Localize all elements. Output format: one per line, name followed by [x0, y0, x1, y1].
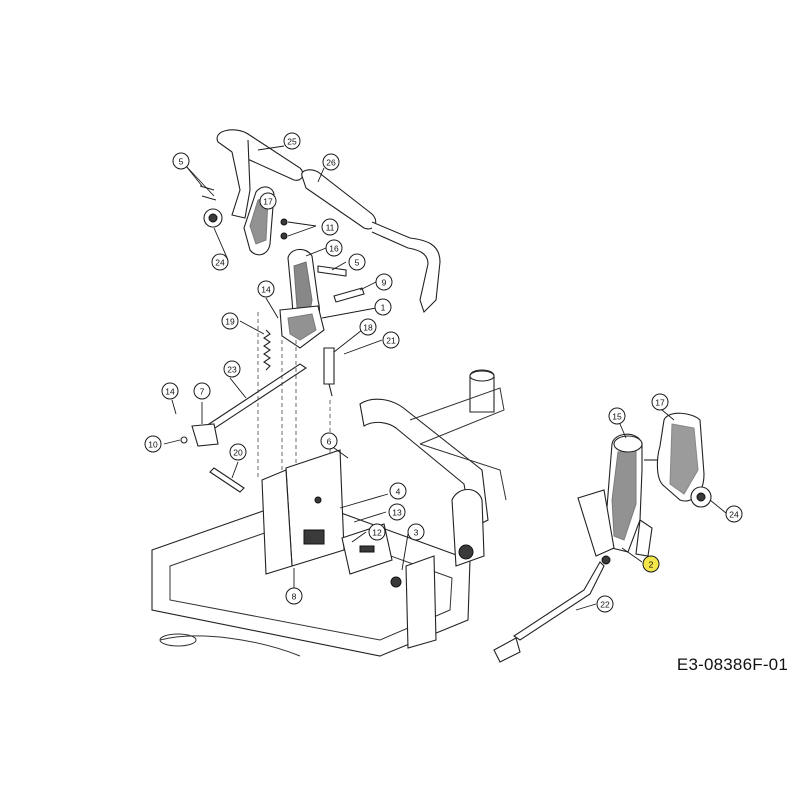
chassis-frame [152, 370, 506, 656]
callout-bubble [286, 588, 302, 604]
callout-layer: 25 26 5 17 11 24 16 5 9 14 19 1 18 21 23 14 7 10 6 20 4 13 12 3… [145, 133, 742, 612]
callout-label: 11 [326, 223, 335, 233]
callout-label: 5 [179, 157, 184, 167]
callout-bubble [389, 504, 405, 520]
callout-label: 17 [263, 197, 273, 207]
callout-bubble [230, 444, 246, 460]
callout-label: 3 [414, 528, 419, 538]
callout-label: 13 [392, 508, 402, 518]
callout-bubble [349, 254, 365, 270]
leader-lines [164, 146, 726, 610]
callout-13: 13 [389, 504, 405, 520]
drawing-code: E3-08386F-01 [676, 655, 788, 674]
callout-3: 3 [408, 524, 424, 540]
callout-bubble [260, 193, 276, 209]
callout-label: 25 [287, 137, 297, 147]
callout-label: 24 [729, 510, 739, 520]
callout-label: 16 [329, 244, 339, 254]
callout-label: 24 [215, 258, 225, 268]
callout-label: 2 [649, 560, 654, 570]
callout-label: 23 [227, 365, 237, 375]
callout-label: 7 [200, 387, 205, 397]
callout-25: 25 [284, 133, 300, 149]
callout-9: 9 [376, 274, 392, 290]
callout-bubble [284, 133, 300, 149]
callout-7: 7 [194, 383, 210, 399]
callout-bubble [408, 524, 424, 540]
callout-bubble [145, 436, 161, 452]
callout-label: 18 [363, 323, 373, 333]
callout-label: 1 [381, 303, 386, 313]
callout-23: 23 [224, 361, 240, 377]
callout-20: 20 [230, 444, 246, 460]
callout-11: 11 [322, 219, 338, 235]
callout-bubble [322, 219, 338, 235]
callout-bubble [222, 313, 238, 329]
callout-label: 5 [355, 258, 360, 268]
callout-5: 5 [349, 254, 365, 270]
callout-label: 26 [326, 158, 336, 168]
callout-14: 14 [162, 383, 178, 399]
callout-22: 22 [597, 596, 613, 612]
callout-bubble [375, 299, 391, 315]
callout-label: 14 [261, 285, 271, 295]
callout-24: 24 [726, 506, 742, 522]
callout-5: 5 [173, 153, 189, 169]
callout-bubble [376, 274, 392, 290]
callout-21: 21 [383, 332, 399, 348]
callout-18: 18 [360, 319, 376, 335]
callout-label: 8 [292, 592, 297, 602]
callout-bubble [162, 383, 178, 399]
callout-bubble [321, 433, 337, 449]
callout-label: 6 [327, 437, 332, 447]
callout-1: 1 [375, 299, 391, 315]
callout-8: 8 [286, 588, 302, 604]
callout-bubble [652, 394, 668, 410]
callout-15: 15 [609, 408, 625, 424]
callout-12: 12 [369, 524, 385, 540]
callout-bubble [224, 361, 240, 377]
callout-10: 10 [145, 436, 161, 452]
callout-label: 9 [382, 278, 387, 288]
callout-17: 17 [652, 394, 668, 410]
callout-2: 2 [643, 556, 659, 572]
callout-bubble [258, 281, 274, 297]
callout-bubble [326, 240, 342, 256]
callout-bubble [173, 153, 189, 169]
callout-bubble [369, 524, 385, 540]
callout-bubble [323, 154, 339, 170]
callout-19: 19 [222, 313, 238, 329]
callout-label: 19 [225, 317, 235, 327]
callout-bubble [194, 383, 210, 399]
callout-label: 4 [396, 487, 401, 497]
callout-label: 14 [165, 387, 175, 397]
callout-bubble [597, 596, 613, 612]
callout-label: 22 [600, 600, 610, 610]
callout-bubble [383, 332, 399, 348]
callout-label: 12 [372, 528, 382, 538]
callout-label: 17 [655, 398, 665, 408]
callout-24: 24 [212, 254, 228, 270]
callout-bubble [212, 254, 228, 270]
callout-bubble [609, 408, 625, 424]
callout-6: 6 [321, 433, 337, 449]
callout-17: 17 [260, 193, 276, 209]
callout-label: 20 [233, 448, 243, 458]
callout-bubble [726, 506, 742, 522]
right-lever-assembly [494, 413, 711, 662]
callout-label: 21 [386, 336, 396, 346]
callout-bubble [643, 556, 659, 572]
callout-bubble [360, 319, 376, 335]
callout-4: 4 [390, 483, 406, 499]
callout-label: 15 [612, 412, 622, 422]
left-handle-assembly [181, 130, 440, 492]
callout-label: 10 [148, 440, 158, 450]
callout-14: 14 [258, 281, 274, 297]
callout-bubble [390, 483, 406, 499]
callout-26: 26 [323, 154, 339, 170]
callout-16: 16 [326, 240, 342, 256]
